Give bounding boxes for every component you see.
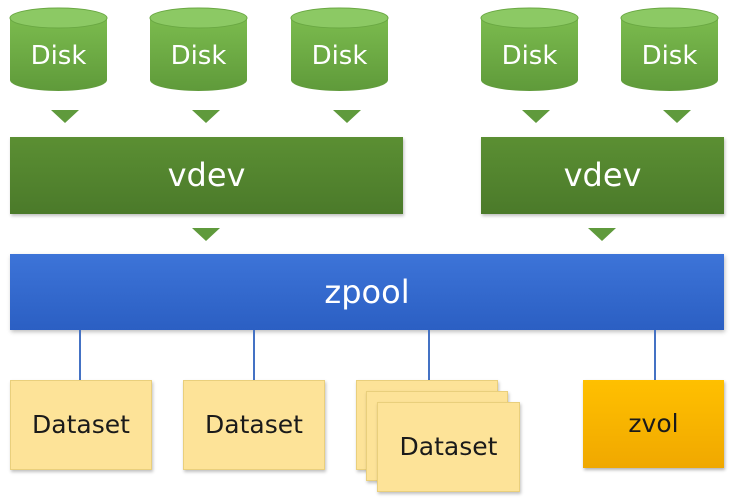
- arrow-down-icon: [522, 110, 550, 123]
- disk-label: Disk: [641, 41, 698, 71]
- arrow-down-icon: [192, 110, 220, 123]
- disk-label: Disk: [311, 41, 368, 71]
- disk-cylinder-icon: [290, 7, 389, 91]
- disk-5: Disk: [620, 7, 719, 92]
- disk-cylinder-icon: [480, 7, 579, 91]
- connector-line: [253, 330, 255, 380]
- disk-label: Disk: [30, 41, 87, 71]
- disk-3: Disk: [290, 7, 389, 92]
- disk-4: Disk: [480, 7, 579, 92]
- arrow-down-icon: [333, 110, 361, 123]
- arrow-down-icon: [192, 228, 220, 241]
- connector-line: [654, 330, 656, 380]
- vdev-block-1: vdev: [10, 137, 403, 214]
- arrow-down-icon: [51, 110, 79, 123]
- zpool-block: zpool: [10, 254, 724, 330]
- dataset-block-1: Dataset: [10, 380, 152, 470]
- arrow-down-icon: [663, 110, 691, 123]
- disk-label: Disk: [170, 41, 227, 71]
- disk-cylinder-icon: [620, 7, 719, 91]
- disk-cylinder-icon: [149, 7, 248, 91]
- vdev-block-2: vdev: [481, 137, 724, 214]
- dataset-block-3: Dataset: [377, 402, 520, 492]
- disk-2: Disk: [149, 7, 248, 92]
- disk-cylinder-icon: [9, 7, 108, 91]
- connector-line: [79, 330, 81, 380]
- disk-1: Disk: [9, 7, 108, 92]
- disk-label: Disk: [501, 41, 558, 71]
- zvol-block: zvol: [583, 380, 724, 468]
- arrow-down-icon: [588, 228, 616, 241]
- connector-line: [428, 330, 430, 380]
- dataset-block-2: Dataset: [183, 380, 325, 470]
